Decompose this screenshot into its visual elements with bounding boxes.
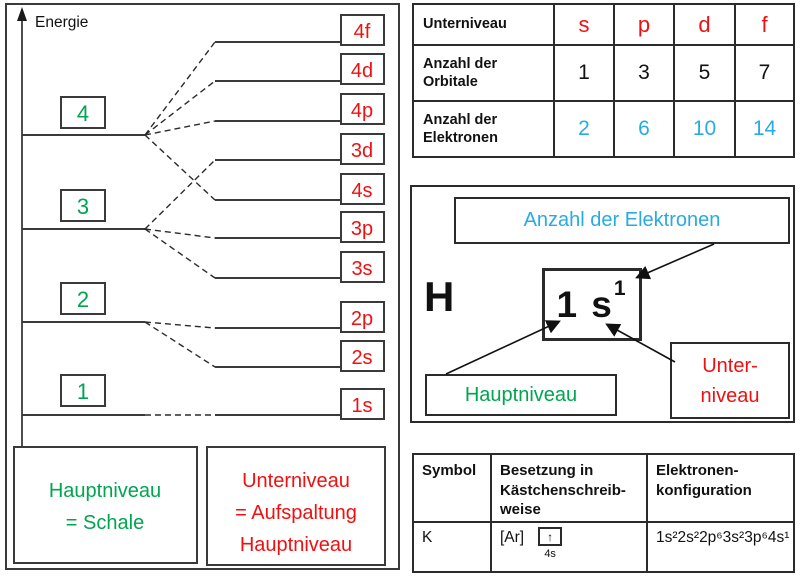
notation-sublevel: s xyxy=(591,283,614,325)
config-header-besetzung: Besetzung in Kästchenschreib-weise xyxy=(500,461,626,520)
elektronen-value-d: 10 xyxy=(692,117,717,140)
anzahl-elektronen-label: Anzahl der Elektronen xyxy=(523,209,721,231)
row-label-elektronen-line2: Elektronen xyxy=(423,130,498,146)
legend-hauptniveau-box: Hauptniveau = Schale xyxy=(13,446,198,564)
sublevel-label: 4s xyxy=(351,180,372,202)
notation-electron-count: 1 xyxy=(613,277,628,301)
energy-level-diagram: Energie xyxy=(5,3,400,570)
orbital-box-arrow-up-icon: ↑ xyxy=(538,527,563,546)
label-box-hauptniveau: Hauptniveau xyxy=(425,374,617,416)
sublevel-label: 1s xyxy=(351,395,372,417)
column-header-p: p xyxy=(637,11,651,37)
column-header-d: d xyxy=(698,11,711,37)
main-level-label: 2 xyxy=(77,287,89,312)
label-box-anzahl-elektronen: Anzahl der Elektronen xyxy=(454,197,790,244)
orbitale-value-f: 7 xyxy=(758,61,771,84)
orbital-table-header: Unterniveau xyxy=(423,16,507,33)
orbital-notation: 1 s1 xyxy=(556,278,627,326)
column-header-f: f xyxy=(761,11,768,37)
element-symbol: H xyxy=(424,273,455,320)
config-header-konfiguration: Elektronen-konfiguration xyxy=(656,461,752,500)
label-box-unterniveau: Unter-niveau xyxy=(670,342,790,419)
legend-hauptniveau-line1: Hauptniveau xyxy=(49,480,161,502)
main-level-label: 3 xyxy=(77,194,89,219)
besetzung-line3: weise xyxy=(500,501,541,518)
electron-configuration-value: 1s²2s²2p⁶3s²3p⁶4s¹ xyxy=(656,529,790,546)
sublevel-label: 4p xyxy=(351,100,373,122)
config-header-symbol: Symbol xyxy=(422,462,477,479)
sublevel-label: 2s xyxy=(351,347,372,369)
orbital-notation-box: 1 s1 xyxy=(542,268,642,341)
main-level-label: 4 xyxy=(77,101,89,126)
energy-axis: Energie xyxy=(17,7,88,448)
main-level-lines xyxy=(22,134,145,416)
legend-unterniveau-line3: Hauptniveau xyxy=(240,534,352,556)
elektronen-value-p: 6 xyxy=(638,117,650,140)
orbital-box-label: 4s xyxy=(544,548,556,560)
sublevel-boxes: 4f 4d 4p 3d 4s 3p 3s 2p 2s 1s xyxy=(340,14,385,420)
row-label-orbitale-line1: Anzahl der xyxy=(423,55,498,72)
column-header-s: s xyxy=(578,11,590,37)
level-split-connectors xyxy=(144,41,216,416)
orbital-box-group: ↑ 4s xyxy=(538,527,563,560)
besetzung-line2: Kästchenschreib- xyxy=(500,481,626,499)
main-level-label: 1 xyxy=(77,379,89,404)
sublevel-label: 2p xyxy=(351,308,373,330)
konfig-line1: Elektronen- xyxy=(656,462,739,479)
arrow-electrons-to-superscript xyxy=(635,243,715,280)
config-symbol-value: K xyxy=(422,529,433,546)
notation-main-level: 1 xyxy=(556,283,580,325)
sublevel-label: 4d xyxy=(351,60,373,82)
axis-label: Energie xyxy=(35,14,88,31)
axis-arrow-up-icon xyxy=(17,7,27,21)
unterniveau-label-line1: Unter- xyxy=(702,354,758,377)
core-notation: [Ar] xyxy=(500,529,525,546)
orbitale-value-p: 3 xyxy=(638,61,650,84)
elektronen-value-f: 14 xyxy=(752,117,777,140)
sublevel-label: 4f xyxy=(354,21,371,43)
row-label-elektronen-line1: Anzahl der xyxy=(423,111,498,128)
main-level-boxes: 4 3 2 1 xyxy=(60,96,106,407)
sublevel-label: 3s xyxy=(351,258,372,280)
hauptniveau-label: Hauptniveau xyxy=(464,383,578,406)
kaestchen-notation: [Ar] ↑ 4s xyxy=(500,527,563,560)
panel-border xyxy=(5,3,400,570)
electron-configuration-table: Symbol Besetzung in Kästchenschreib-weise… xyxy=(412,453,795,573)
energy-diagram-svg: Energie xyxy=(5,3,400,570)
unterniveau-label: Unter-niveau xyxy=(701,351,760,411)
sublevel-label: 3p xyxy=(351,218,373,240)
unterniveau-label-line2: niveau xyxy=(700,384,760,407)
legend-unterniveau-box: Unterniveau = Aufspaltung Hauptniveau xyxy=(206,446,386,566)
row-label-orbitale-line2: Orbitale xyxy=(423,74,478,90)
legend-unterniveau-line1: Unterniveau xyxy=(242,470,350,492)
sublevel-label: 3d xyxy=(351,140,373,162)
notation-panel: Anzahl der Elektronen H 1 s1 Hauptniveau… xyxy=(410,185,795,423)
konfig-line2: konfiguration xyxy=(656,481,752,499)
legend-unterniveau-line2: = Aufspaltung xyxy=(235,502,357,524)
besetzung-line1: Besetzung in xyxy=(500,462,594,479)
elektronen-value-s: 2 xyxy=(578,117,590,140)
sublevel-lines xyxy=(215,41,341,416)
orbitale-value-d: 5 xyxy=(698,61,711,84)
orbitale-value-s: 1 xyxy=(578,61,590,84)
legend-hauptniveau-line2: = Schale xyxy=(66,512,144,534)
